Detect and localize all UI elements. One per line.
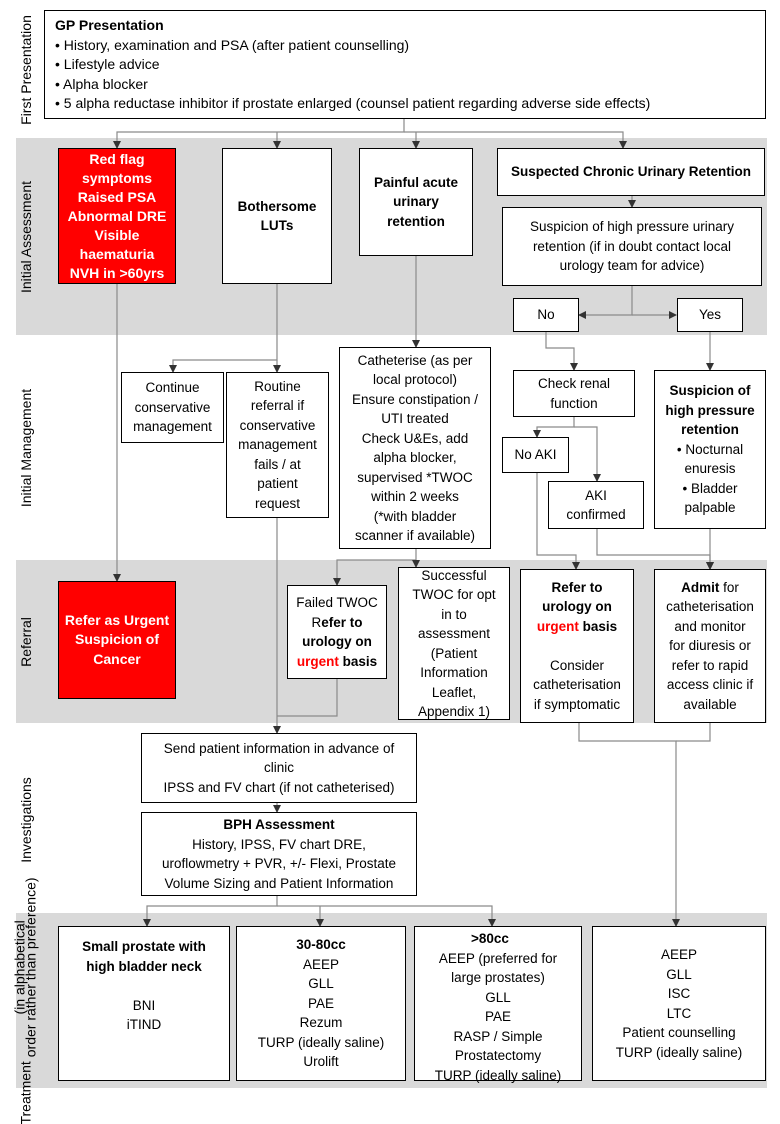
refer-urgent-box: Refer to urology on urgent basis Conside… xyxy=(520,569,634,723)
gp-presentation-box: GP Presentation • History, examination a… xyxy=(44,10,766,119)
gp-item: • History, examination and PSA (after pa… xyxy=(55,36,410,53)
chronic-retention-box: Suspected Chronic Urinary Retention xyxy=(497,148,765,196)
gp-item: • 5 alpha reductase inhibitor if prostat… xyxy=(55,95,651,111)
connector-lines xyxy=(113,119,714,927)
gp-title: GP Presentation xyxy=(55,17,164,33)
bph-assessment-box: BPH Assessment History, IPSS, FV chart D… xyxy=(141,812,417,896)
no-box: No xyxy=(513,298,579,332)
failed-twoc-box: Failed TWOC Refer to urology on urgent b… xyxy=(287,585,387,679)
no-aki-box: No AKI xyxy=(502,437,569,473)
yes-box: Yes xyxy=(677,298,743,332)
gp-item: • Alpha blocker xyxy=(55,75,148,92)
gp-item: • Lifestyle advice xyxy=(55,56,160,72)
